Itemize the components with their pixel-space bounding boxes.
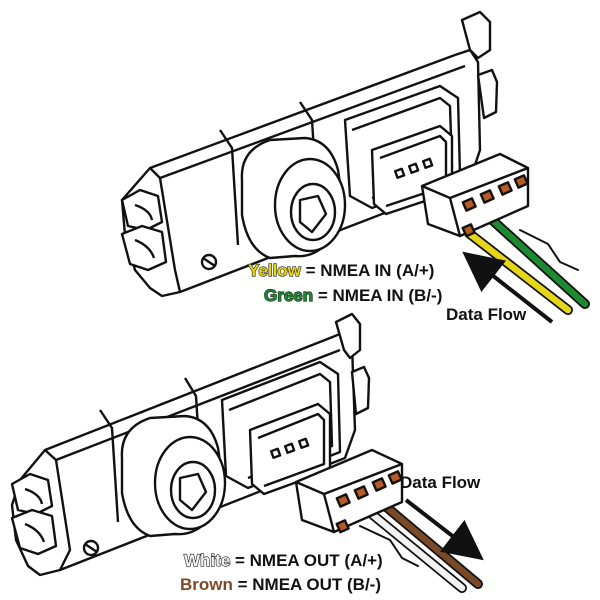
- top-device-clip-left-upper: [120, 188, 164, 232]
- top-plug-contact-5: [461, 223, 476, 238]
- bottom-wire-brown: [374, 496, 482, 588]
- top-plug-contact-2: [479, 189, 495, 204]
- bottom-flow-arrow: [404, 498, 484, 561]
- bottom-device-clip-left-slot: [24, 487, 46, 543]
- bottom-device-socket-inner: [257, 412, 326, 488]
- top-wire-hidden: [519, 229, 579, 271]
- bottom-plug-top-face: [295, 462, 403, 533]
- bottom-wire-white: [358, 502, 466, 592]
- bottom-legend-line-1-text: = NMEA OUT (A/+): [230, 551, 382, 570]
- bottom-plug-contact-2: [353, 485, 369, 500]
- top-plug: [420, 152, 530, 238]
- top-legend-line-2: Green = NMEA IN (B/-): [264, 286, 442, 305]
- bottom-plug-contact-1: [335, 493, 351, 508]
- top-plug-body: [420, 152, 530, 238]
- top-wire-yellow: [466, 230, 572, 314]
- top-device-clip-upper: [460, 10, 492, 60]
- top-flow-arrow: [462, 251, 554, 324]
- top-device-clip-left-slot: [134, 203, 156, 259]
- bottom-wires: [357, 495, 483, 593]
- top-device-socket-pin-1: [393, 167, 406, 179]
- bottom-device-clip-upper: [334, 312, 362, 360]
- bottom-wire-hidden: [359, 525, 419, 567]
- top-plug-contact-3: [497, 181, 513, 196]
- bottom-legend-line-2-text: = NMEA OUT (B/-): [233, 575, 381, 594]
- top-plug-contact-4: [513, 174, 529, 189]
- top-legend-line-2-text: = NMEA IN (B/-): [313, 286, 442, 305]
- bottom-device-socket-pin-3: [297, 437, 310, 449]
- bottom-plug-contact-3: [371, 477, 387, 492]
- bottom-legend-brown-word: Brown: [180, 575, 233, 594]
- bottom-plug-contact-5: [335, 519, 350, 534]
- bottom-plug-contact-4: [387, 470, 403, 485]
- bottom-device-socket-pin-2: [283, 442, 296, 454]
- bottom-flow-label: Data Flow: [400, 473, 481, 492]
- bottom-legend-line-1: White = NMEA OUT (A/+): [184, 551, 383, 570]
- top-device-front-edge: [158, 177, 182, 293]
- bottom-legend-white-word: White: [184, 551, 230, 570]
- bottom-plug-body: [294, 448, 404, 534]
- top-flow-label: Data Flow: [446, 305, 527, 324]
- bottom-device-clip-left-lower: [10, 508, 58, 556]
- bottom-device: [10, 312, 371, 577]
- top-legend-line-1: Yellow = NMEA IN (A/+): [248, 261, 434, 280]
- top-wires: [465, 213, 590, 315]
- bottom-device-screw-slot: [84, 543, 98, 553]
- top-device-screw-slot: [202, 257, 216, 267]
- top-device-socket-pin-2: [407, 162, 420, 174]
- top-legend-green-word: Green: [264, 286, 313, 305]
- bottom-device-clip-lower: [350, 365, 371, 416]
- top-plug-top-face: [421, 166, 529, 237]
- top-legend-yellow-word: Yellow: [248, 261, 302, 280]
- top-device-clip-lower: [476, 68, 499, 120]
- top-device-cylinder-bore-inner: [298, 194, 328, 234]
- bottom-device-cylinder-bore: [169, 460, 217, 520]
- bottom-device-front-edge: [54, 459, 72, 571]
- bottom-device-socket-pin-1: [269, 447, 282, 459]
- bottom-plug: [294, 448, 404, 534]
- top-device: [120, 10, 499, 298]
- top-device-socket-pin-3: [421, 157, 434, 169]
- top-plug-contact-1: [461, 197, 477, 212]
- top-wire-green: [486, 214, 589, 308]
- top-legend-line-1-text: = NMEA IN (A/+): [301, 261, 435, 280]
- bottom-device-clip-left-upper: [10, 472, 54, 516]
- bottom-legend-line-2: Brown = NMEA OUT (B/-): [180, 575, 381, 594]
- top-device-clip-left-lower: [120, 224, 168, 272]
- bottom-device-cylinder-bore-inner: [178, 472, 208, 512]
- top-device-cylinder-bore: [289, 182, 337, 242]
